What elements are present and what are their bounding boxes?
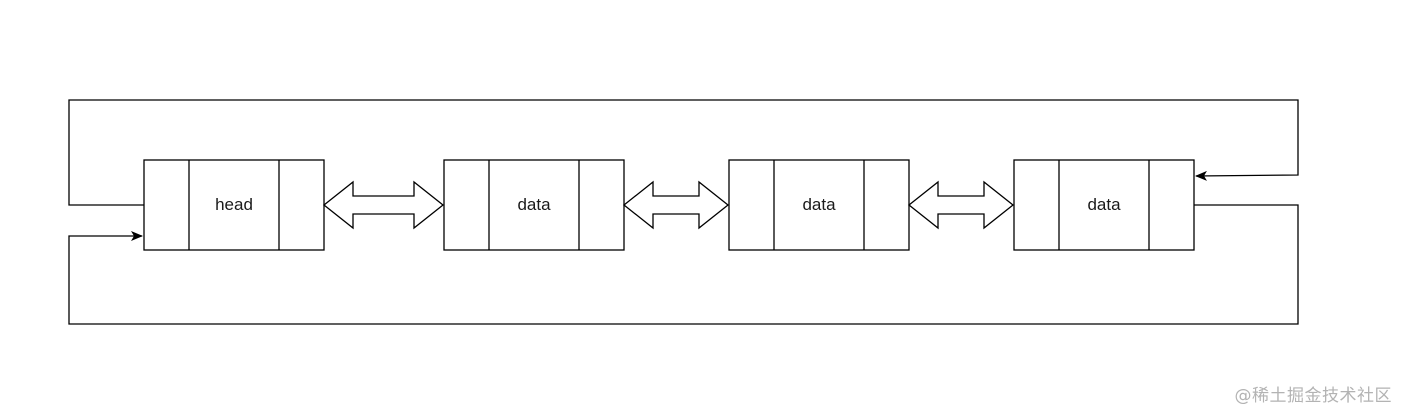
node-label-data-1: data: [517, 195, 551, 214]
watermark: @稀土掘金技术社区: [1234, 386, 1392, 406]
double-arrow-1-2: [622, 180, 730, 230]
double-arrow-2-3: [907, 180, 1015, 230]
list-node-data-1: data: [443, 159, 625, 251]
loop-connector-top: [68, 99, 1299, 206]
loop-connector-bottom: [68, 204, 1299, 325]
list-node-data-3: data: [1013, 159, 1195, 251]
node-label-data-2: data: [802, 195, 836, 214]
list-node-data-2: data: [728, 159, 910, 251]
node-label-data-3: data: [1087, 195, 1121, 214]
node-label-head: head: [215, 195, 253, 214]
double-arrow-0-1: [322, 180, 445, 230]
list-node-head: head: [143, 159, 325, 251]
